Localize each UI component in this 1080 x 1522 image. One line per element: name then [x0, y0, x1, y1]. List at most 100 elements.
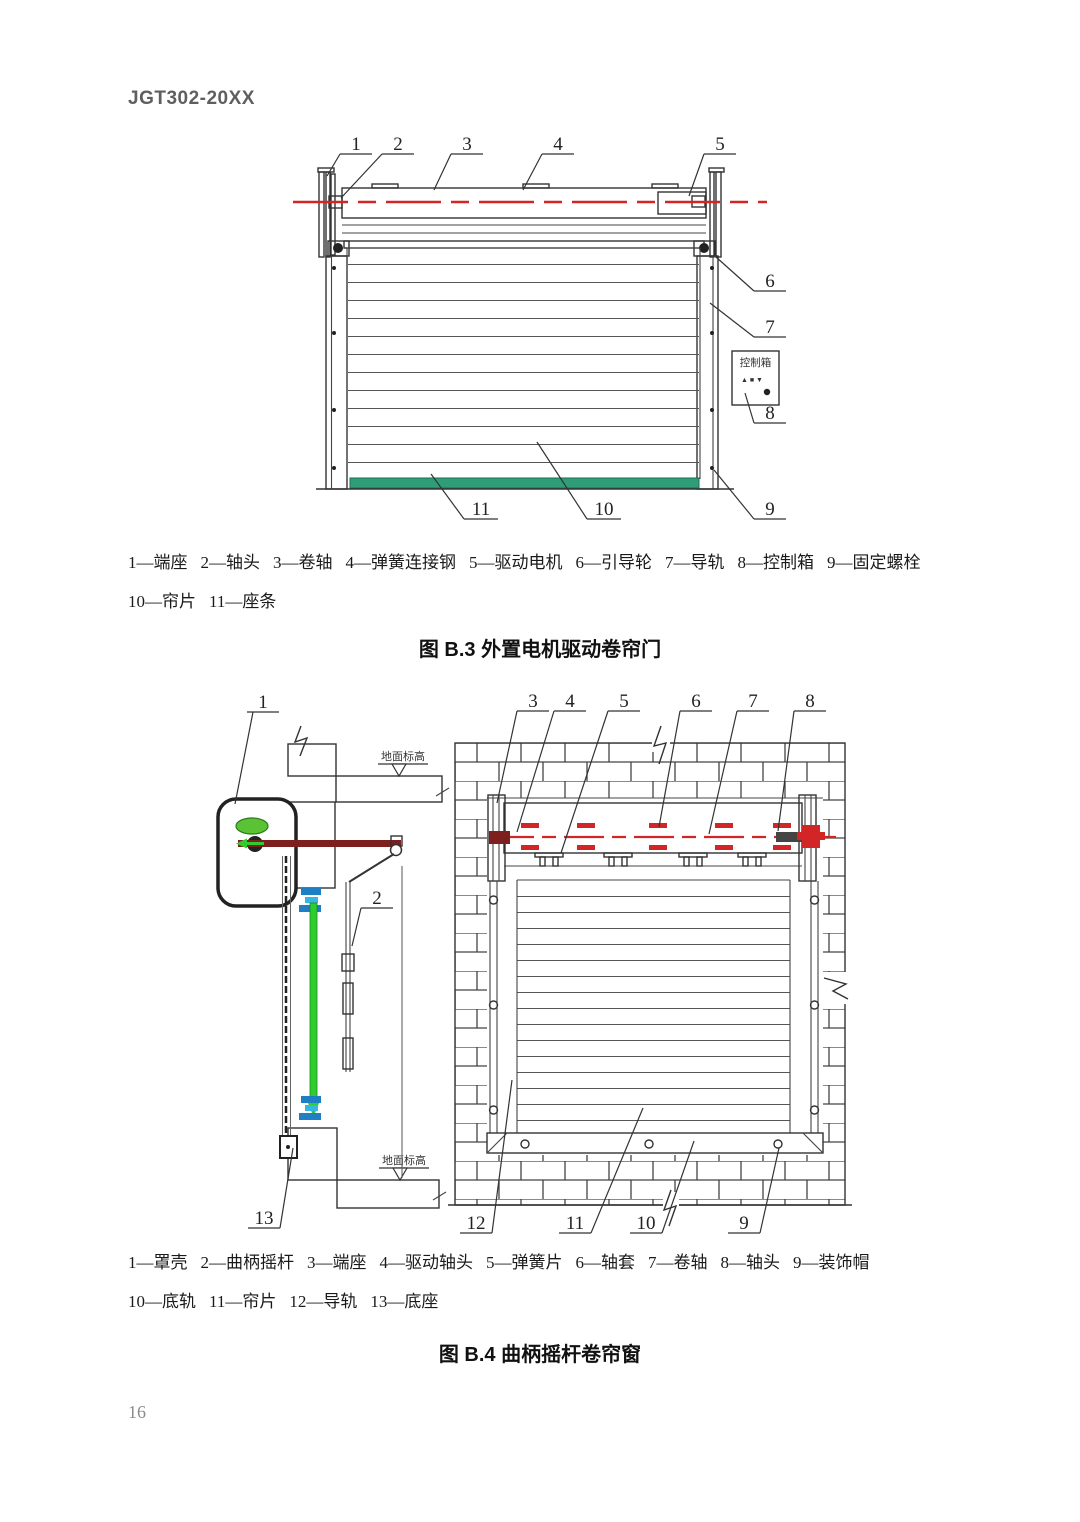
callout-2: 2 — [351, 888, 393, 947]
legend-item: 4—弹簧连接钢 — [345, 553, 457, 572]
legend-item: 10—底轨 — [128, 1292, 196, 1311]
callout-1: 1 — [326, 134, 372, 177]
callout-13: 13 — [248, 1147, 294, 1229]
roller-housing — [216, 797, 298, 908]
legend-item: 10—帘片 — [128, 592, 196, 611]
callout-4: 4 — [516, 691, 586, 833]
legend-item: 8—轴头 — [720, 1253, 781, 1272]
legend-item: 5—弹簧片 — [486, 1253, 563, 1272]
svg-text:10: 10 — [637, 1213, 656, 1234]
front-view: 3 4 5 6 7 8 — [448, 691, 852, 1234]
axle-head-right — [776, 825, 825, 848]
svg-text:8: 8 — [765, 403, 775, 424]
callout-10: 10 — [630, 1140, 695, 1234]
callout-2: 2 — [340, 134, 414, 199]
svg-text:11: 11 — [566, 1213, 584, 1234]
legend-item: 9—固定螺栓 — [827, 553, 921, 572]
base-bracket — [279, 1135, 298, 1159]
legend-row: 1—端座 2—轴头 3—卷轴 4—弹簧连接钢 5—驱动电机 6—引导轮 7—导轨 8—控制箱 9… — [128, 548, 968, 573]
callout-8: 8 — [777, 691, 826, 832]
legend-row: 10—帘片 11—座条 — [128, 587, 968, 612]
callout-4: 4 — [522, 134, 574, 191]
guide-rail-right — [809, 881, 820, 1133]
control-box-buttons: ▲ ■ ▼ — [741, 377, 763, 384]
legend-item: 8—控制箱 — [737, 553, 815, 572]
svg-text:4: 4 — [565, 691, 575, 712]
right-end-bracket — [708, 167, 725, 258]
legend-item: 11—座条 — [209, 592, 277, 611]
callout-7: 7 — [709, 302, 786, 338]
svg-text:地面标高: 地面标高 — [382, 1153, 426, 1167]
crank-connecting-rod — [309, 902, 318, 1102]
drive-axle-head — [489, 831, 510, 844]
callout-11: 11 — [430, 473, 498, 520]
svg-text:2: 2 — [393, 134, 403, 155]
svg-text:1: 1 — [258, 692, 268, 713]
legend-item: 2—轴头 — [200, 553, 261, 572]
ground-elevation-upper: 地面标高 — [378, 749, 428, 778]
callout-5: 5 — [560, 691, 640, 854]
legend-item: 11—帘片 — [209, 1292, 277, 1311]
callout-10: 10 — [536, 441, 621, 520]
figure-b4-drawing: 地面标高 地面标高 — [216, 691, 852, 1234]
break-symbol-ground — [662, 1189, 679, 1227]
legend-item: 5—驱动电机 — [469, 553, 563, 572]
callout-5: 5 — [688, 134, 736, 197]
callout-9: 9 — [713, 469, 786, 520]
floor-slab-upper — [335, 775, 443, 803]
roller-shaft-assembly — [341, 183, 707, 249]
callout-11: 11 — [559, 1107, 644, 1234]
legend-item: 1—端座 — [128, 553, 188, 572]
curtain-slats — [346, 247, 701, 479]
figure-b3-drawing: 控制箱 ▲ ■ ▼ 1 2 3 4 5 6 7 — [293, 134, 786, 520]
svg-text:5: 5 — [619, 691, 629, 712]
svg-text:12: 12 — [467, 1213, 486, 1234]
legend-item: 13—底座 — [370, 1292, 439, 1311]
callout-1: 1 — [234, 692, 279, 805]
legend-item: 3—卷轴 — [273, 553, 333, 572]
legend-item: 4—驱动轴头 — [379, 1253, 474, 1272]
figure-b3-caption: 图 B.3 外置电机驱动卷帘门 — [418, 639, 662, 661]
page-number: 16 — [128, 1402, 146, 1422]
legend-item: 12—导轨 — [289, 1292, 358, 1311]
callout-6: 6 — [715, 256, 786, 292]
callout-3: 3 — [433, 134, 483, 191]
svg-text:9: 9 — [765, 499, 775, 520]
document-code: JGT302-20XX — [128, 88, 255, 109]
guide-rail-left — [325, 255, 348, 490]
legend-item: 3—端座 — [307, 1253, 367, 1272]
callout-6: 6 — [658, 691, 712, 828]
svg-text:8: 8 — [805, 691, 815, 712]
spring-clips — [534, 852, 767, 867]
figure-b3-legend: 1—端座 2—轴头 3—卷轴 4—弹簧连接钢 5—驱动电机 6—引导轮 7—导轨 8—控制箱 9… — [128, 548, 968, 626]
wall-column-top — [287, 743, 337, 777]
control-box: 控制箱 ▲ ■ ▼ — [731, 350, 780, 406]
axle-sleeves — [521, 823, 791, 850]
control-box-indicator — [763, 388, 771, 396]
svg-text:6: 6 — [691, 691, 701, 712]
section-view: 地面标高 地面标高 — [216, 692, 450, 1229]
legend-item: 6—轴套 — [575, 1253, 636, 1272]
callout-8: 8 — [744, 392, 786, 424]
left-end-bracket — [317, 167, 343, 258]
legend-row: 10—底轨 11—帘片 12—导轨 13—底座 — [128, 1287, 968, 1312]
legend-item: 1—罩壳 — [128, 1253, 188, 1272]
legend-item: 2—曲柄摇杆 — [200, 1253, 295, 1272]
svg-text:3: 3 — [462, 134, 472, 155]
guide-rail-left — [488, 881, 499, 1133]
svg-text:3: 3 — [528, 691, 538, 712]
svg-text:2: 2 — [372, 888, 382, 909]
svg-text:7: 7 — [765, 317, 775, 338]
svg-text:4: 4 — [553, 134, 563, 155]
legend-item: 6—引导轮 — [575, 553, 653, 572]
legend-item: 9—装饰帽 — [793, 1253, 870, 1272]
curtain-side-view — [282, 856, 291, 1140]
control-box-label: 控制箱 — [740, 356, 772, 369]
legend-item: 7—导轨 — [665, 553, 725, 572]
bottom-seat-bar — [349, 477, 700, 489]
floor-slab-lower — [336, 1179, 440, 1209]
svg-text:6: 6 — [765, 271, 775, 292]
